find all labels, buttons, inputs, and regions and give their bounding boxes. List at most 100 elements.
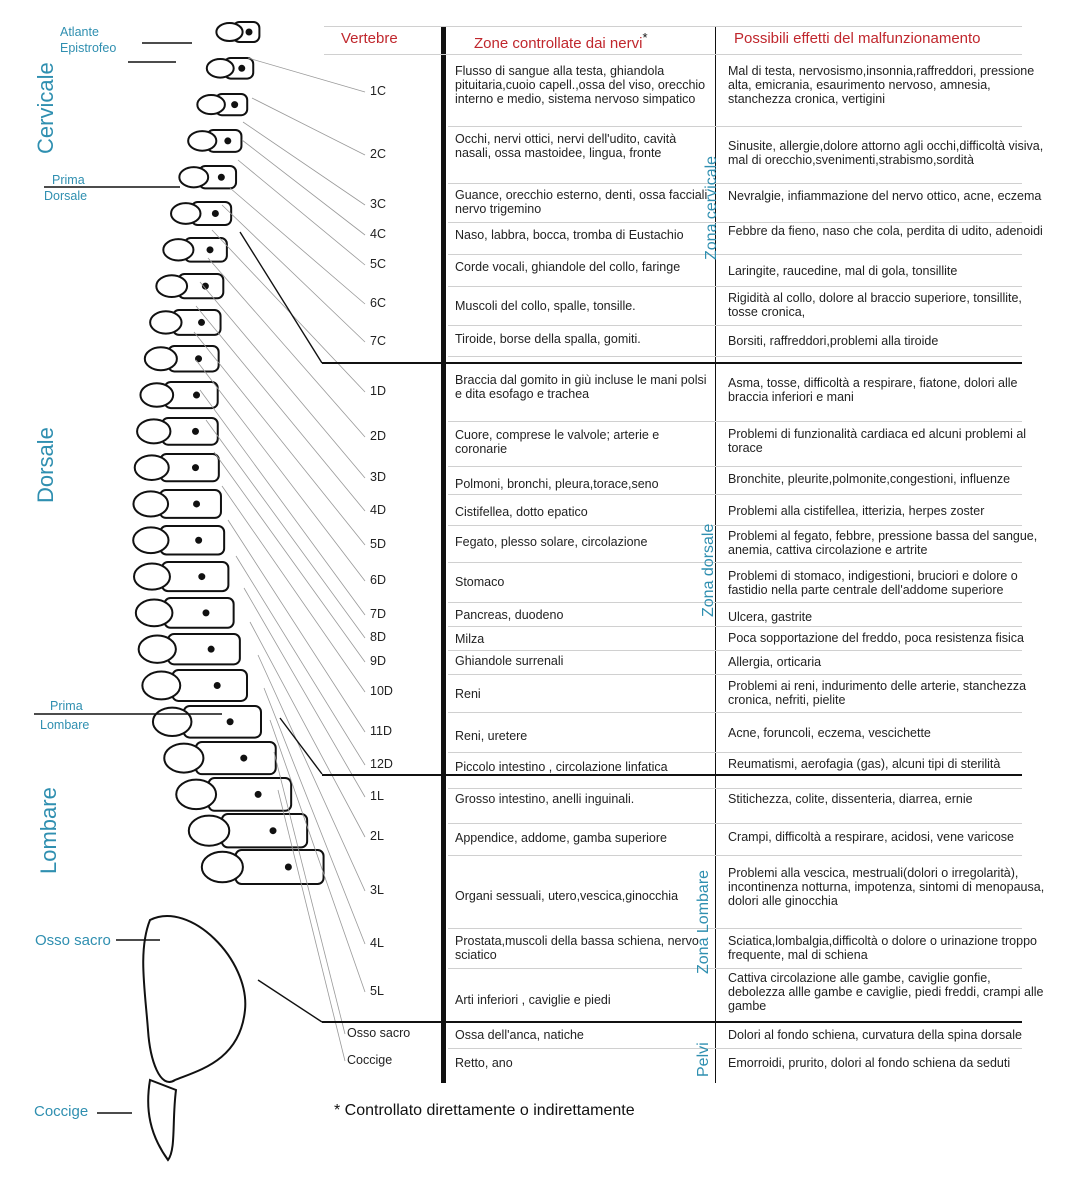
vertebra-process <box>137 634 177 664</box>
leader-line <box>269 719 366 993</box>
table-row-line <box>448 254 1022 255</box>
foramen-dot <box>198 318 206 326</box>
foramen-dot <box>211 210 219 218</box>
effect-cell: Stitichezza, colite, dissenteria, diarre… <box>728 792 973 806</box>
effect-cell: Dolori al fondo schiena, curvatura della… <box>728 1028 1022 1042</box>
leader-line <box>237 159 366 266</box>
nerve-zone-cell: Polmoni, bronchi, pleura,torace,seno <box>455 477 659 491</box>
nerve-zone-cell: Reni, uretere <box>455 729 528 743</box>
label-epistrofeo: Epistrofeo <box>60 41 117 55</box>
table-row-line <box>448 183 1022 184</box>
foramen-dot <box>217 173 225 181</box>
header-bottom-line <box>324 54 1022 55</box>
nerve-zone-cell: Fegato, plesso solare, circolazione <box>455 535 648 549</box>
nerve-zone-cell: Pancreas, duodeno <box>455 608 564 622</box>
nerve-zone-cell: Grosso intestino, anelli inguinali. <box>455 792 635 806</box>
vertebra-label: 2D <box>370 429 386 443</box>
dorsal-bracket <box>279 717 323 775</box>
table-row-line <box>448 421 1022 422</box>
leader-line <box>277 789 346 1062</box>
vertebra-process <box>149 310 183 335</box>
table-row-line <box>448 286 1022 287</box>
nerve-zone-cell: Ghiandole surrenali <box>455 654 564 668</box>
vertebra-body <box>163 597 235 629</box>
region-lombare: Lombare <box>36 787 61 874</box>
vertebra-label: 4D <box>370 503 386 517</box>
table-row-line <box>448 1048 1022 1049</box>
foramen-dot <box>195 536 203 544</box>
leader-line <box>199 389 366 616</box>
coccyx-shape <box>147 1078 178 1162</box>
nerve-zone-cell: Appendice, addome, gamba superiore <box>455 831 667 845</box>
label-osso-sacro: Osso sacro <box>35 932 111 949</box>
table-row-line <box>448 325 1022 326</box>
effect-cell: Problemi di funzionalità cardiaca ed alc… <box>728 427 1027 455</box>
foramen-dot <box>245 28 253 36</box>
vertebra-process <box>151 706 193 737</box>
nerve-zone-cell: Corde vocali, ghiandole del collo, farin… <box>455 260 681 274</box>
effect-cell: Poca sopportazione del freddo, poca resi… <box>728 631 1025 645</box>
label-prima-dorsale-1: Prima <box>52 173 85 187</box>
cervical-dorsal-separator <box>322 362 1022 364</box>
effect-cell: Allergia, orticaria <box>728 655 822 669</box>
foramen-dot <box>206 246 214 254</box>
nerve-zone-cell: Stomaco <box>455 575 505 589</box>
vertebra-process <box>205 58 235 79</box>
nerve-zone-cell: Muscoli del collo, spalle, tonsille. <box>455 299 636 313</box>
effect-cell: Acne, foruncoli, eczema, vescichette <box>728 726 931 740</box>
effect-cell: Febbre da fieno, naso che cola, perdita … <box>728 224 1043 238</box>
leader-line <box>193 331 366 546</box>
effect-cell: Reumatismi, aerofagia (gas), alcuni tipi… <box>728 757 1001 771</box>
effect-cell: Sinusite, allergie,dolore attorno agli o… <box>728 139 1044 167</box>
leader-line <box>211 229 366 393</box>
vertebra-label: Coccige <box>347 1053 393 1067</box>
vertebra-label: 2L <box>370 829 384 843</box>
nerve-zone-cell: Milza <box>455 632 485 646</box>
label-coccige: Coccige <box>34 1103 89 1120</box>
effect-cell: Rigidità al collo, dolore al braccio sup… <box>728 291 1022 319</box>
nerve-zone-cell: Piccolo intestino , circolazione linfati… <box>455 760 668 774</box>
lumbar-bracket <box>257 979 323 1023</box>
vertebra-label: 3C <box>370 197 386 211</box>
vertebra-label: 12D <box>370 757 393 771</box>
leader-line <box>247 57 366 93</box>
header-zone: Zone controllate dai nervi* <box>474 30 648 52</box>
foramen-dot <box>198 573 206 581</box>
table-row-line <box>448 562 1022 563</box>
vertebra-body <box>234 849 325 885</box>
nerve-zone-cell: Naso, labbra, bocca, tromba di Eustachio <box>455 228 684 242</box>
vertebra-process <box>141 670 182 701</box>
nerve-zone-cell: Ossa dell'anca, natiche <box>455 1028 584 1042</box>
table-row-line <box>448 466 1022 467</box>
leader-line <box>213 451 366 663</box>
leader-line <box>235 555 366 766</box>
leader-line <box>242 121 366 206</box>
vertebra-label: 3D <box>370 470 386 484</box>
leader-line <box>241 139 366 236</box>
effect-cell: Problemi al fegato, febbre, pressione ba… <box>728 529 1038 557</box>
nerve-zone-cell: Tiroide, borse della spalla, gomiti. <box>455 332 641 346</box>
table-row-line <box>448 356 1022 357</box>
vertebra-label: 7C <box>370 334 386 348</box>
header-vertebre: Vertebre <box>341 30 398 47</box>
effect-cell: Mal di testa, nervosismo,insonnia,raffre… <box>728 64 1035 106</box>
table-row-line <box>448 788 1022 789</box>
vertebra-body <box>182 705 262 739</box>
table-row-line <box>448 494 1022 495</box>
effect-cell: Cattiva circolazione alle gambe, cavigli… <box>728 971 1044 1013</box>
effect-cell: Bronchite, pleurite,polmonite,congestion… <box>728 472 1011 486</box>
effect-cell: Problemi di stomaco, indigestioni, bruci… <box>728 569 1018 597</box>
table-divider-thick <box>441 26 446 1083</box>
vertebra-process <box>162 238 195 262</box>
vertebra-label: 1C <box>370 84 386 98</box>
leader-lines <box>193 57 366 1062</box>
table-row-line <box>448 823 1022 824</box>
vertebra-process <box>132 526 170 555</box>
vertebra-process <box>143 346 178 372</box>
foramen-dot <box>202 609 210 617</box>
effect-cell: Ulcera, gastrite <box>728 610 813 624</box>
region-cervicale: Cervicale <box>33 62 58 154</box>
leader-line <box>263 687 366 945</box>
nerve-zone-cell: Arti inferiori , caviglie e piedi <box>455 993 611 1007</box>
vertebra-label: 1D <box>370 384 386 398</box>
